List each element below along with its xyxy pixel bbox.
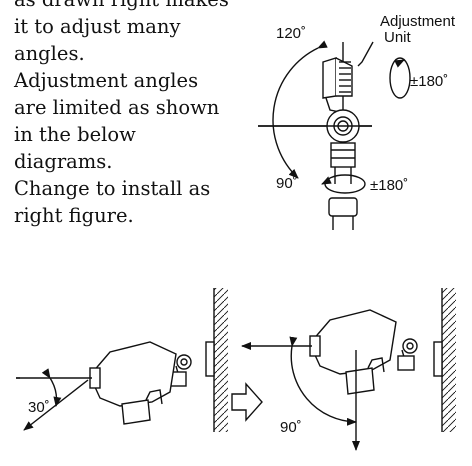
angle-label: 120˚: [276, 25, 306, 42]
rotation-label: ±180˚: [370, 177, 408, 194]
instruction-line: it to adjust many: [14, 15, 181, 38]
lamp-lens: [121, 399, 151, 425]
callout-label: Adjustment: [380, 13, 456, 30]
mount-neck: [325, 97, 341, 113]
angle-arc: [272, 40, 328, 179]
instruction-line: are limited as shown: [14, 96, 220, 119]
lamp-lens: [345, 367, 375, 395]
instruction-line: diagrams.: [14, 150, 113, 173]
callout-label: Unit: [384, 29, 412, 46]
left-diagram: [16, 288, 228, 432]
instruction-line: as drawn right makes: [14, 0, 234, 13]
rotation-label: ±180˚: [410, 73, 448, 90]
top-diagram: [258, 40, 411, 230]
rotation-ellipse: [389, 57, 411, 99]
angle-label: 90˚: [280, 419, 302, 436]
angle-label: 90˚: [276, 175, 298, 192]
lower-joint: [328, 197, 358, 217]
right-diagram: [241, 288, 456, 451]
rotation-ellipse: [324, 174, 366, 194]
mount-body: [322, 57, 337, 99]
instruction-line: right figure.: [14, 204, 134, 227]
instruction-text: as drawn right makes it to adjust many a…: [14, 0, 234, 229]
stem: [330, 142, 356, 168]
instruction-line: in the below: [14, 123, 136, 146]
instruction-line: Change to install as: [14, 177, 211, 200]
hollow-right-arrow-icon: [231, 382, 263, 422]
lamp-head: [89, 341, 177, 407]
instruction-line: angles.: [14, 42, 85, 65]
instruction-line: Adjustment angles: [14, 69, 199, 92]
angle-label: 30˚: [28, 399, 50, 416]
